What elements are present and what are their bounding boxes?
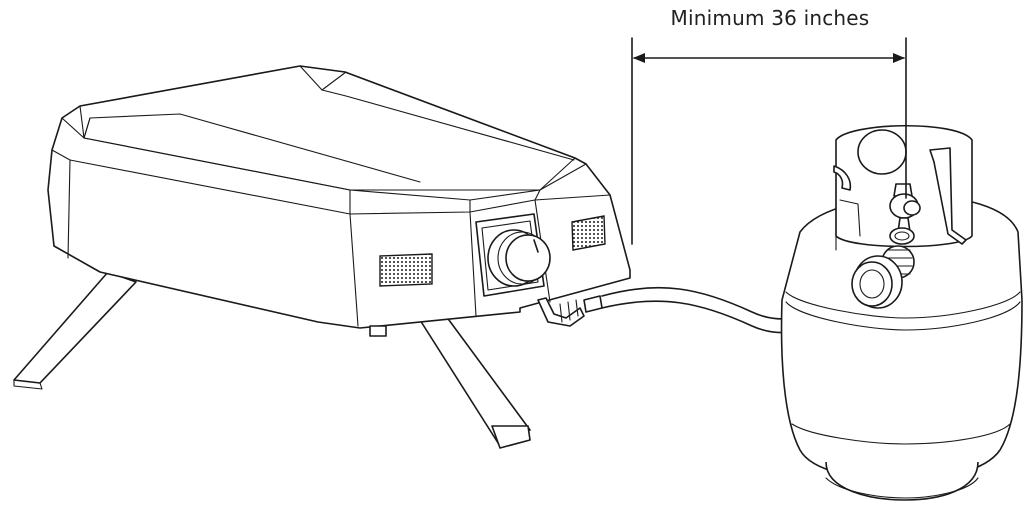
oven-body xyxy=(47,65,631,329)
oven-vent-left xyxy=(379,253,433,287)
tank-valve xyxy=(889,183,921,245)
dimension-label: Minimum 36 inches xyxy=(670,6,870,30)
clearance-dimension xyxy=(631,37,907,245)
oven-leg-right xyxy=(419,315,531,449)
pizza-oven xyxy=(13,65,631,449)
control-knob xyxy=(475,213,551,297)
gas-regulator xyxy=(851,245,915,309)
oven-vent-right xyxy=(571,215,606,251)
oven-leg-left xyxy=(13,271,137,390)
propane-tank xyxy=(780,124,1023,501)
